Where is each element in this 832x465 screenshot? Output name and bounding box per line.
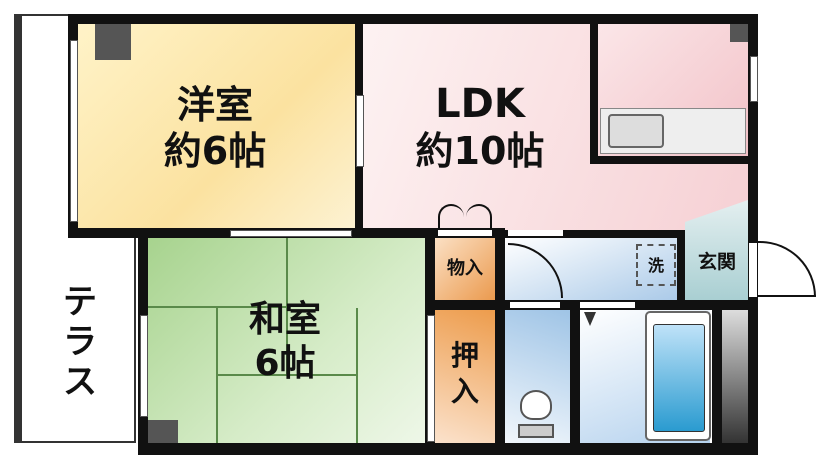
toilet-door <box>510 302 560 308</box>
window <box>750 56 758 102</box>
bath-door-marker <box>584 312 596 326</box>
window <box>356 95 364 167</box>
closet-door <box>427 315 435 442</box>
wall <box>590 156 748 164</box>
bath-door <box>580 302 635 308</box>
wall <box>677 230 685 310</box>
washer-spot <box>636 244 676 286</box>
sliding-door <box>230 230 352 237</box>
terrace-label: テラス <box>63 282 97 402</box>
closet-room <box>435 310 495 443</box>
wall <box>712 300 722 455</box>
bathtub-water <box>653 324 705 432</box>
shoe-storage <box>722 310 748 443</box>
front-door <box>749 243 757 297</box>
pillar <box>730 24 748 42</box>
front-door-swing <box>758 241 816 297</box>
window <box>70 40 78 222</box>
washer-label: 洗 <box>647 256 664 275</box>
storage-label: 物入 <box>447 258 483 279</box>
ldk-name: LDK <box>435 81 525 127</box>
storage-room <box>435 238 495 300</box>
western-room-size: 約6帖 <box>163 129 267 173</box>
wall <box>590 14 598 160</box>
toilet-icon <box>520 390 552 420</box>
wall <box>138 443 758 455</box>
toilet-tank <box>518 424 554 438</box>
ldk-size: 約10帖 <box>415 129 545 173</box>
double-door-swing <box>466 204 492 230</box>
double-door-swing <box>438 204 464 230</box>
tatami-lines <box>148 238 425 443</box>
washroom-door <box>508 230 563 236</box>
japanese-room-name: 和室 <box>248 299 321 340</box>
window <box>140 315 148 417</box>
sink-icon <box>608 114 664 148</box>
wall <box>68 14 758 24</box>
wall <box>495 228 505 455</box>
western-room-name: 洋室 <box>176 83 253 127</box>
wall <box>570 300 580 455</box>
entrance-label: 玄関 <box>697 251 736 273</box>
closet-label: 押入 <box>450 339 479 408</box>
japanese-room-size: 6帖 <box>254 343 316 384</box>
wall <box>505 230 685 238</box>
toilet-room <box>505 310 570 443</box>
storage-door <box>438 230 492 236</box>
wall <box>748 14 758 455</box>
pillar <box>95 24 131 60</box>
pillar <box>148 420 178 443</box>
